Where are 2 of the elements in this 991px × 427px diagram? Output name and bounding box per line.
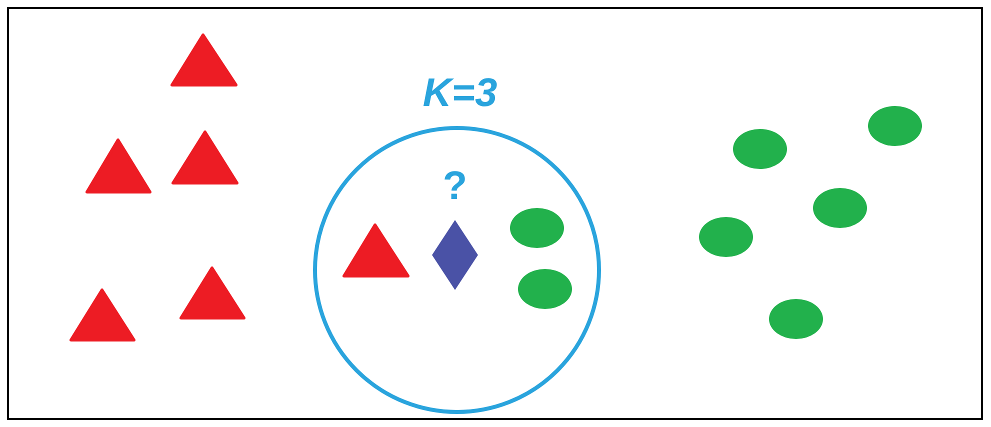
question-mark: ? <box>442 166 468 206</box>
k-value-label: K=3 <box>422 73 498 113</box>
